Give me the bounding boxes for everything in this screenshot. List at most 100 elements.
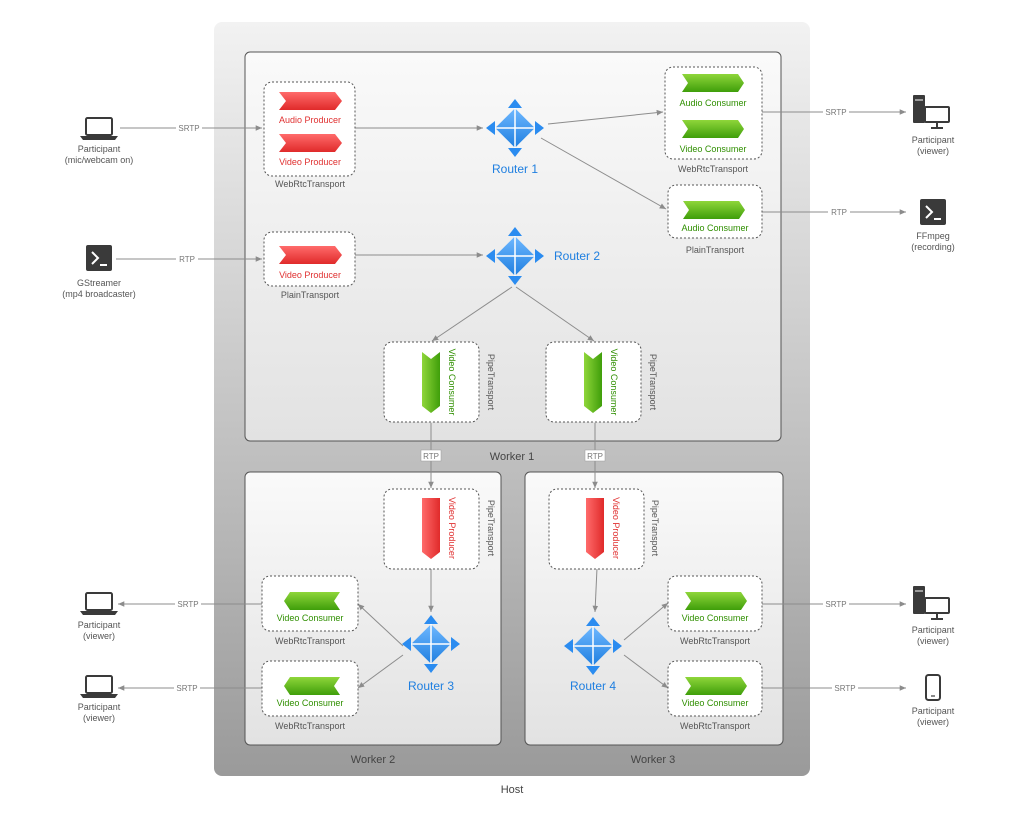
- video-consumer-label: Video Consumer: [682, 698, 749, 708]
- link-router3-to-consumer-a: [357, 603, 404, 647]
- router-4-label: Router 4: [570, 679, 616, 693]
- rtp-label: RTP: [179, 255, 195, 264]
- router-2-label: Router 2: [554, 249, 600, 263]
- video-consumer-shape: [682, 120, 744, 138]
- participant-viewer-phone: Participant (viewer): [912, 674, 955, 727]
- ffmpeg-label: FFmpeg: [916, 231, 950, 241]
- audio-consumer-label: Audio Consumer: [681, 223, 748, 233]
- pipe-transport-w3: Video Producer PipeTransport: [548, 488, 660, 570]
- host-label: Host: [501, 784, 524, 796]
- ffmpeg-endpoint: FFmpeg (recording): [911, 199, 955, 252]
- video-consumer-shape: [685, 592, 747, 610]
- pipe-transport-label: PipeTransport: [486, 354, 496, 411]
- video-producer-label: Video Producer: [279, 157, 341, 167]
- desktop-computer-icon: [913, 95, 950, 129]
- participant-role-label: (viewer): [917, 146, 949, 156]
- video-producer-shape: [279, 246, 342, 264]
- participant-role-label: (mic/webcam on): [65, 155, 134, 165]
- plain-transport-label: PlainTransport: [686, 245, 745, 255]
- webrtc-transport-label: WebRtcTransport: [275, 636, 346, 646]
- link-router1-to-webrtc-consumers: [547, 109, 664, 125]
- webrtc-transport-w2-a: Video Consumer WebRtcTransport: [261, 575, 359, 646]
- video-consumer-shape: [422, 352, 440, 413]
- terminal-icon: [86, 245, 112, 271]
- gstreamer-endpoint: GStreamer (mp4 broadcaster): [62, 245, 136, 299]
- participant-role-label: (viewer): [917, 717, 949, 727]
- video-consumer-label: Video Consumer: [609, 349, 619, 416]
- srtp-label: SRTP: [176, 684, 197, 693]
- link-router4-to-consumer-a: [623, 602, 669, 641]
- desktop-computer-icon: [913, 586, 950, 620]
- participant-label: Participant: [78, 144, 121, 154]
- video-consumer-label: Video Consumer: [682, 613, 749, 623]
- webrtc-transport-producers: Audio Producer Video Producer WebRtcTran…: [263, 81, 356, 189]
- terminal-icon: [920, 199, 946, 225]
- participant-label: Participant: [912, 625, 955, 635]
- webrtc-transport-label: WebRtcTransport: [680, 721, 751, 731]
- participant-viewer-laptop-2: Participant (viewer): [78, 675, 121, 723]
- plain-transport-consumer: Audio Consumer PlainTransport: [667, 184, 763, 255]
- audio-producer-label: Audio Producer: [279, 115, 341, 125]
- link-pipe-to-router4: [592, 567, 599, 613]
- video-consumer-label: Video Consumer: [277, 698, 344, 708]
- audio-consumer-shape: [683, 201, 745, 219]
- webrtc-transport-label: WebRtcTransport: [275, 179, 346, 189]
- smartphone-icon: [925, 674, 941, 701]
- video-producer-shape: [279, 134, 342, 152]
- pipe-transport-label: PipeTransport: [486, 500, 496, 557]
- webrtc-transport-label: WebRtcTransport: [680, 636, 751, 646]
- participant-label: Participant: [912, 135, 955, 145]
- participant-label: Participant: [912, 706, 955, 716]
- participant-viewer-laptop-1: Participant (viewer): [78, 592, 121, 641]
- webrtc-transport-w3-a: Video Consumer WebRtcTransport: [667, 575, 763, 646]
- worker-3-label: Worker 3: [631, 754, 675, 766]
- video-consumer-label: Video Consumer: [680, 144, 747, 154]
- webrtc-transport-w3-b: Video Consumer WebRtcTransport: [667, 660, 763, 731]
- video-consumer-label: Video Consumer: [277, 613, 344, 623]
- participant-role-label: (viewer): [83, 713, 115, 723]
- rtp-label: RTP: [831, 208, 847, 217]
- link-router4-to-consumer-b: [623, 654, 669, 689]
- participant-broadcaster: Participant (mic/webcam on): [65, 117, 134, 165]
- rtp-label: RTP: [423, 452, 439, 461]
- pipe-transport-label: PipeTransport: [648, 354, 658, 411]
- participant-label: Participant: [78, 702, 121, 712]
- video-consumer-shape: [284, 592, 340, 610]
- audio-consumer-label: Audio Consumer: [679, 98, 746, 108]
- video-producer-shape: [422, 498, 440, 559]
- laptop-icon: [80, 117, 118, 140]
- participant-role-label: (viewer): [917, 636, 949, 646]
- video-producer-label: Video Producer: [611, 497, 621, 559]
- participant-viewer-desktop-1: Participant (viewer): [912, 95, 955, 156]
- plain-transport-label: PlainTransport: [281, 290, 340, 300]
- protocol-labels: SRTP SRTP RTP RTP RTP RTP SRTP SRTP SRTP…: [174, 106, 858, 693]
- rtp-label: RTP: [587, 452, 603, 461]
- webrtc-transport-w2-b: Video Consumer WebRtcTransport: [261, 660, 359, 731]
- video-consumer-shape: [284, 677, 340, 695]
- gstreamer-role-label: (mp4 broadcaster): [62, 289, 136, 299]
- participant-label: Participant: [78, 620, 121, 630]
- link-router3-to-consumer-b: [357, 654, 404, 689]
- gstreamer-label: GStreamer: [77, 278, 121, 288]
- audio-producer-shape: [279, 92, 342, 110]
- worker-2-label: Worker 2: [351, 754, 395, 766]
- link-router2-to-pipe-right: [515, 286, 595, 342]
- video-consumer-label: Video Consumer: [447, 349, 457, 416]
- router-1-label: Router 1: [492, 162, 538, 176]
- srtp-label: SRTP: [834, 684, 855, 693]
- webrtc-transport-consumers: Audio Consumer Video Consumer WebRtcTran…: [664, 66, 763, 174]
- pipe-transport-label: PipeTransport: [650, 500, 660, 557]
- webrtc-transport-label: WebRtcTransport: [678, 164, 749, 174]
- srtp-label: SRTP: [825, 600, 846, 609]
- plain-transport-producer: Video Producer PlainTransport: [263, 231, 356, 300]
- link-router2-to-pipe-left: [431, 286, 513, 342]
- pipe-transport-w2: Video Producer PipeTransport: [383, 488, 496, 570]
- laptop-icon: [80, 592, 118, 615]
- video-producer-shape: [586, 498, 604, 559]
- worker-1-label: Worker 1: [490, 451, 534, 463]
- pipe-transport-w1-left: Video Consumer PipeTransport: [383, 341, 496, 423]
- participant-viewer-desktop-2: Participant (viewer): [912, 586, 955, 646]
- pipe-transport-w1-right: Video Consumer PipeTransport: [545, 341, 658, 423]
- video-consumer-shape: [685, 677, 747, 695]
